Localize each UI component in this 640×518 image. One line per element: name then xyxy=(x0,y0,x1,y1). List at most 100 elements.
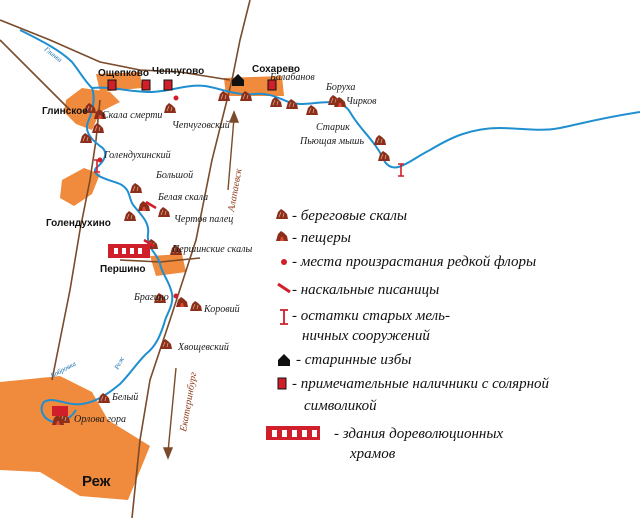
rare-flora-icon xyxy=(173,95,179,101)
legend-label: - места произрастания редкой флоры xyxy=(292,254,536,270)
solar-window-frame-icon xyxy=(163,79,173,91)
old-hut-icon xyxy=(278,354,290,366)
river-rezh-south xyxy=(40,87,174,424)
legend-label: - пещеры xyxy=(292,230,351,246)
site-label-chepchugovsky: Чепчуговский xyxy=(172,120,230,131)
church-marker-rezh xyxy=(52,406,68,416)
cave-icon xyxy=(276,231,288,241)
church-icon xyxy=(266,426,320,440)
rezh-area xyxy=(0,376,150,500)
legend-item-coastal-rock: - береговые скалы xyxy=(275,208,407,224)
hut-markers xyxy=(232,74,244,86)
pershino-area xyxy=(150,254,186,276)
rock-marker xyxy=(123,210,137,222)
site-label-borukha: Боруха xyxy=(325,82,355,93)
site-label-orlova-gora: Орлова гора xyxy=(74,414,126,425)
rock-marker xyxy=(163,102,177,114)
rock-painting-icon xyxy=(143,238,155,248)
town-label-sokharevo: Сохарево xyxy=(252,64,300,75)
site-label-skala-smerti: Скала смерти xyxy=(102,110,162,121)
site-label-khvoshchevsky: Хвощевский xyxy=(177,342,229,353)
rock-marker xyxy=(129,182,143,194)
river-system xyxy=(19,29,640,424)
legend-label: - здания дореволюционных xyxy=(334,426,503,442)
legend-item-cave: - пещеры xyxy=(276,230,351,246)
legend-item-hut: - старинные избы xyxy=(278,352,411,368)
settlement-areas xyxy=(0,72,284,500)
solar-window-frame-icon xyxy=(141,79,151,91)
site-label-starik: Старик xyxy=(316,122,350,133)
rock-marker xyxy=(373,134,387,146)
town-label-golendukhino: Голендухино xyxy=(46,218,111,229)
legend-label: храмов xyxy=(349,446,396,462)
roads xyxy=(0,0,251,518)
legend-item-rare-flora: - места произрастания редкой флоры xyxy=(281,254,536,270)
road-west xyxy=(0,39,71,111)
town-label-glinskoe: Глинское xyxy=(42,106,88,117)
window-frame-markers xyxy=(107,79,277,91)
mill-remains-icon xyxy=(398,163,404,177)
road-label-ekaterinburg: Екатеринбург xyxy=(178,371,199,433)
rock-marker xyxy=(305,104,319,116)
river-rezh xyxy=(91,84,640,169)
mill-markers xyxy=(94,159,404,177)
site-label-korovy: Коровий xyxy=(203,304,240,315)
site-label-pyushchaya-mysh: Пьющая мышь xyxy=(299,136,364,147)
town-label-rezh: Реж xyxy=(82,473,111,490)
river-bobrovka-label: Бобровка xyxy=(48,359,78,380)
rock-painting-icon xyxy=(277,282,291,294)
rock-marker xyxy=(159,338,173,350)
site-label-balabanov: Балабанов xyxy=(269,72,315,83)
road-main xyxy=(0,19,231,81)
rare-flora-icon xyxy=(281,259,287,265)
site-label-chirkov: Чирков xyxy=(346,96,377,107)
rock-marker xyxy=(189,300,203,312)
legend-label: ничных сооружений xyxy=(302,328,430,344)
mill-remains-icon xyxy=(280,309,288,325)
rock-marker xyxy=(97,392,111,404)
rock-painting-icon xyxy=(145,200,157,210)
coastal-rock-icon xyxy=(275,208,289,220)
site-label-bragino: Брагино xyxy=(133,292,169,303)
site-label-chertov-palets: Чертов палец xyxy=(174,214,233,225)
church-marker xyxy=(108,244,150,258)
solar-window-frame-icon xyxy=(267,79,277,91)
legend-label: - наскальные писаницы xyxy=(292,282,439,298)
alapaevsk-arrow xyxy=(227,117,235,191)
site-label-pershinskie-skaly: Першинские скалы xyxy=(171,244,252,255)
legend-label: - остатки старых мель- xyxy=(292,308,450,324)
road-alapaevsk xyxy=(131,0,251,518)
town-label-oshchepkovo: Ощепково xyxy=(98,68,149,79)
alapaevsk-arrowhead xyxy=(228,110,240,123)
ekaterinburg-arrow xyxy=(167,367,177,453)
road-south xyxy=(51,99,101,381)
legend-label: - старинные избы xyxy=(296,352,411,368)
site-label-bely: Белый xyxy=(111,392,138,403)
site-label-golendukhinsky: Голендухинский xyxy=(103,150,171,161)
legend: - береговые скалы - пещеры - места произ… xyxy=(266,208,550,462)
rare-flora-icon xyxy=(173,293,179,299)
town-label-chepchugovo: Чепчугово xyxy=(152,66,204,77)
legend-label: - примечательные наличники с солярной xyxy=(292,376,550,392)
town-label-pershino: Першино xyxy=(100,264,146,275)
road-arrows xyxy=(162,110,240,460)
legend-label: символикой xyxy=(304,398,377,414)
site-label-belaya-skala: Белая скала xyxy=(157,192,208,203)
mill-remains-icon xyxy=(94,159,100,173)
site-label-bolshoy: Большой xyxy=(155,170,193,181)
solar-window-frame-icon xyxy=(277,377,287,390)
legend-item-rock-painting: - наскальные писаницы xyxy=(277,282,439,298)
ekaterinburg-arrowhead xyxy=(162,447,174,460)
river-rezh-label: Реж xyxy=(112,355,126,372)
river-glinka xyxy=(19,29,93,89)
rock-painting-markers xyxy=(143,200,157,248)
legend-item-church: - здания дореволюционных храмов xyxy=(266,426,503,462)
solar-window-frame-icon xyxy=(107,79,117,91)
legend-label: - береговые скалы xyxy=(292,208,407,224)
legend-item-mill: - остатки старых мель- ничных сооружений xyxy=(280,308,450,344)
golendukhino-area xyxy=(60,168,100,206)
legend-item-window-frame: - примечательные наличники с солярной си… xyxy=(277,376,550,414)
rock-marker xyxy=(157,206,171,218)
